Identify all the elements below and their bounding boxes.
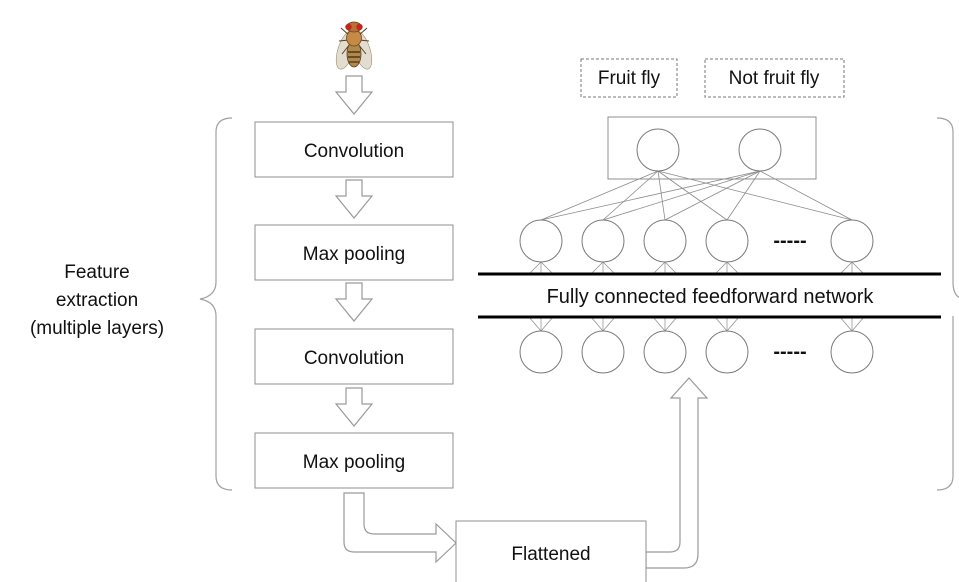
- arrows: [334, 75, 709, 569]
- output-label-not-fruit-fly: Not fruit fly: [704, 58, 845, 98]
- neuron: [581, 219, 625, 263]
- pipeline: Convolution Max pooling Convolution Max …: [254, 121, 647, 582]
- bent-arrow-icon: [343, 492, 457, 564]
- down-arrow-icon: [334, 282, 374, 322]
- connection-line: [590, 261, 604, 275]
- connection-line: [540, 170, 659, 221]
- connection-line: [602, 316, 616, 332]
- connection-line: [759, 170, 853, 221]
- svg-text:Max pooling: Max pooling: [303, 244, 405, 265]
- svg-text:Convolution: Convolution: [304, 348, 404, 369]
- connection-line: [652, 261, 666, 275]
- neuron: [705, 330, 749, 374]
- connection-line: [540, 170, 761, 221]
- svg-text:Convolution: Convolution: [304, 141, 404, 162]
- neuron: [830, 330, 874, 374]
- max-pooling-box-2: Max pooling: [254, 432, 454, 489]
- svg-text:Max pooling: Max pooling: [303, 452, 405, 473]
- down-arrow-icon: [334, 75, 374, 115]
- neuron: [643, 330, 687, 374]
- output-neurons: [636, 128, 782, 172]
- connection-line: [657, 170, 728, 221]
- output-neuron: [738, 128, 782, 172]
- connection-line: [657, 170, 666, 221]
- connection-line: [664, 316, 678, 332]
- connection-line: [851, 316, 865, 332]
- connection-line: [652, 316, 666, 332]
- connection-line: [528, 261, 542, 275]
- network-label: Fully connected feedforward network: [547, 286, 875, 308]
- svg-text:(multiple layers): (multiple layers): [30, 318, 164, 339]
- connection-line: [839, 316, 853, 332]
- svg-text:Flattened: Flattened: [511, 544, 590, 565]
- left-brace: [199, 117, 233, 491]
- svg-text:Fruit fly: Fruit fly: [598, 68, 661, 89]
- ellipsis: -----: [773, 341, 806, 363]
- neuron: [643, 219, 687, 263]
- connection-line: [714, 261, 728, 275]
- connection-line: [602, 170, 761, 221]
- down-arrow-icon: [334, 179, 374, 219]
- connection-line: [540, 261, 554, 275]
- hidden-layer-bottom: -----: [519, 330, 874, 374]
- connection-line: [664, 261, 678, 275]
- output-label-fruit-fly: Fruit fly: [580, 58, 678, 98]
- neuron: [519, 219, 563, 263]
- neuron: [830, 219, 874, 263]
- convolution-box-1: Convolution: [254, 121, 454, 178]
- network-label-band: Fully connected feedforward network: [478, 272, 941, 319]
- connection-line: [851, 261, 865, 275]
- svg-text:Feature: Feature: [64, 262, 129, 283]
- connection-line: [664, 170, 761, 221]
- max-pooling-box-1: Max pooling: [254, 224, 454, 281]
- flattened-box: Flattened: [455, 520, 647, 582]
- neuron: [519, 330, 563, 374]
- connections-hidden: [528, 261, 865, 332]
- fruit-fly-icon: [335, 21, 373, 70]
- svg-text:extraction: extraction: [56, 290, 138, 311]
- svg-text:Not fruit fly: Not fruit fly: [729, 68, 820, 89]
- connection-line: [590, 316, 604, 332]
- connection-line: [528, 316, 542, 332]
- neuron: [705, 219, 749, 263]
- bent-arrow-icon: [645, 377, 709, 569]
- convolution-box-2: Convolution: [254, 328, 454, 385]
- neuron: [581, 330, 625, 374]
- hidden-layer-top: -----: [519, 219, 874, 263]
- connection-line: [602, 261, 616, 275]
- output-neuron: [636, 128, 680, 172]
- connection-line: [839, 261, 853, 275]
- connection-line: [714, 316, 728, 332]
- output-layer-box: [607, 116, 817, 180]
- connection-line: [540, 316, 554, 332]
- right-brace: [936, 117, 959, 491]
- output-labels: Fruit fly Not fruit fly: [580, 58, 845, 98]
- connections-output: [540, 170, 853, 221]
- connection-line: [726, 316, 740, 332]
- down-arrow-icon: [334, 387, 374, 427]
- connection-line: [726, 261, 740, 275]
- ellipsis: -----: [773, 230, 806, 252]
- feature-extraction-label: Feature extraction (multiple layers): [30, 262, 164, 339]
